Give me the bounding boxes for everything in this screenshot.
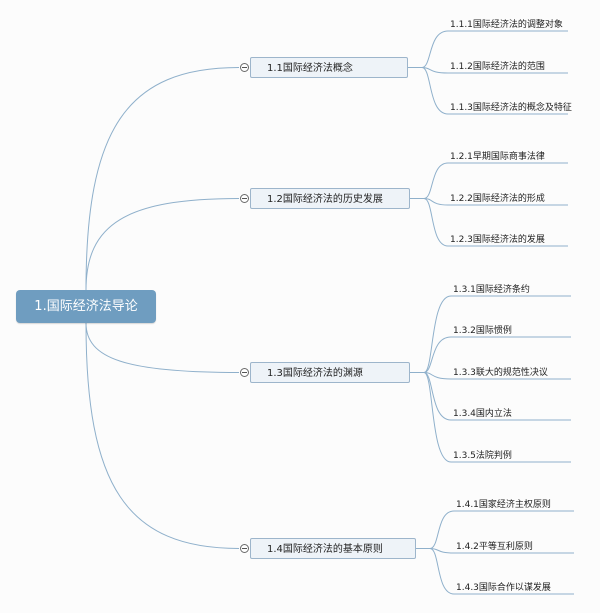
- leaf-node[interactable]: 1.1.1国际经济法的调整对象: [450, 20, 563, 30]
- root-branch-link: [85, 67, 240, 291]
- branch-node[interactable]: 1.3国际经济法的渊源: [250, 362, 410, 383]
- branch-node[interactable]: 1.4国际经济法的基本原则: [250, 538, 416, 559]
- branch-leaf-link: [408, 67, 568, 115]
- collapse-toggle-icon[interactable]: [239, 544, 249, 553]
- leaf-node[interactable]: 1.2.2国际经济法的形成: [450, 194, 545, 204]
- root-branch-link: [85, 198, 240, 291]
- leaf-node[interactable]: 1.2.3国际经济法的发展: [450, 235, 545, 245]
- collapse-toggle-icon[interactable]: [239, 368, 249, 377]
- leaf-node[interactable]: 1.3.4国内立法: [453, 409, 512, 419]
- branch-node[interactable]: 1.1国际经济法概念: [250, 57, 408, 78]
- branch-leaf-link: [410, 295, 571, 373]
- collapse-toggle-icon[interactable]: [239, 63, 249, 72]
- root-node[interactable]: 1.国际经济法导论: [16, 290, 156, 323]
- branch-leaf-link: [416, 548, 574, 595]
- leaf-node[interactable]: 1.1.3国际经济法的概念及特征: [450, 103, 572, 113]
- collapse-toggle-icon[interactable]: [239, 194, 249, 203]
- branch-leaf-link: [410, 198, 568, 247]
- leaf-node[interactable]: 1.3.2国际惯例: [453, 326, 512, 336]
- leaf-node[interactable]: 1.4.1国家经济主权原则: [456, 500, 551, 510]
- branch-leaf-link: [410, 372, 571, 463]
- root-branch-link: [85, 322, 240, 549]
- leaf-node[interactable]: 1.3.5法院判例: [453, 451, 512, 461]
- leaf-node[interactable]: 1.4.3国际合作以谋发展: [456, 583, 551, 593]
- leaf-node[interactable]: 1.4.2平等互利原则: [456, 542, 533, 552]
- leaf-node[interactable]: 1.1.2国际经济法的范围: [450, 62, 545, 72]
- leaf-node[interactable]: 1.3.1国际经济条约: [453, 285, 530, 295]
- leaf-node[interactable]: 1.2.1早期国际商事法律: [450, 152, 545, 162]
- root-branch-link: [85, 322, 240, 373]
- branch-node[interactable]: 1.2国际经济法的历史发展: [250, 188, 410, 209]
- leaf-node[interactable]: 1.3.3联大的规范性决议: [453, 368, 548, 378]
